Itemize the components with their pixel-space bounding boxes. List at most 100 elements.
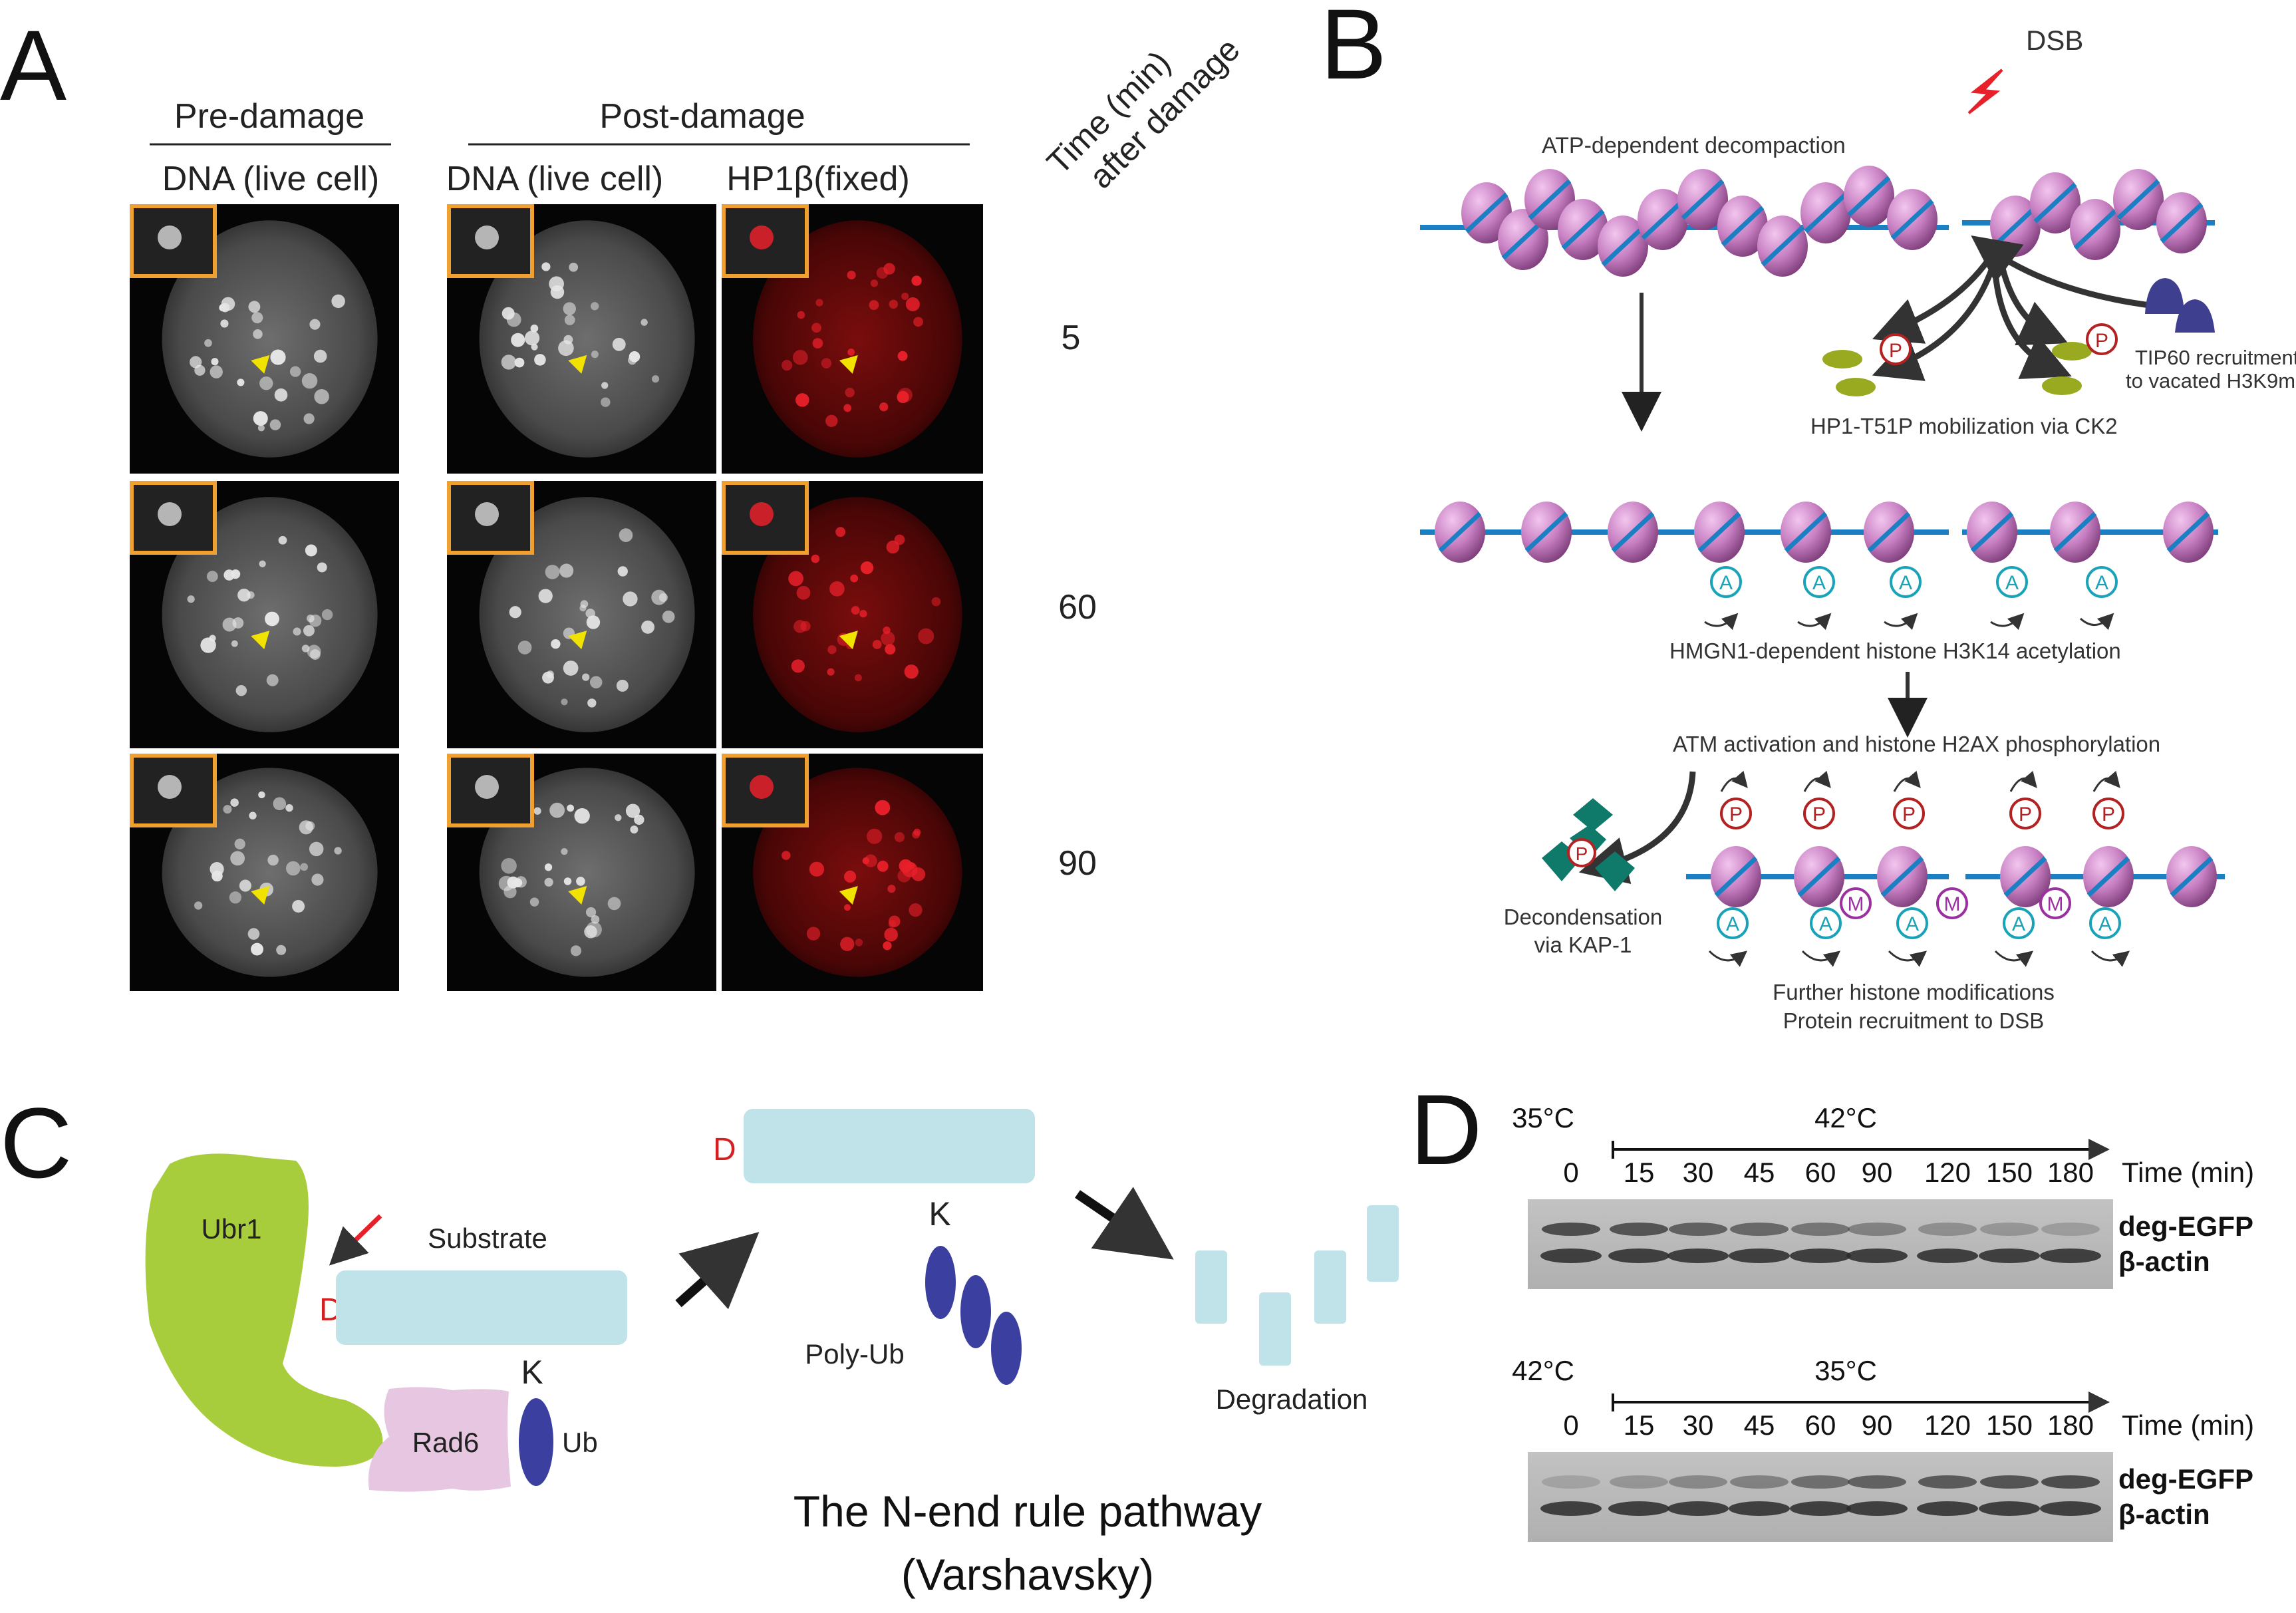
chromocenter-spot: [591, 915, 600, 924]
nucleosome: [1864, 502, 1914, 563]
chromocenter-spot: [533, 807, 541, 815]
chromocenter-spot: [607, 897, 621, 911]
chromocenter-spot: [303, 413, 315, 424]
chromocenter-spot: [253, 411, 268, 426]
lane-time: 90: [1862, 1157, 1893, 1188]
decompacted-chromatin: [1435, 502, 2214, 563]
chromocenter-spot: [517, 641, 532, 655]
curved-arrow-icon: [1704, 613, 1739, 631]
chromocenter-spot: [223, 805, 232, 814]
decondensation-label-line1: Decondensation: [1504, 905, 1663, 929]
beta-actin-band: [1917, 1248, 1978, 1263]
lane-time: 30: [1683, 1409, 1714, 1441]
chromocenter-spot: [908, 862, 915, 869]
chromocenter-spot: [235, 684, 247, 696]
deg-egfp-band: [1848, 1475, 1906, 1489]
deg-egfp-band: [1730, 1475, 1789, 1489]
chromocenter-spot: [811, 554, 820, 563]
chromocenter-spot: [904, 664, 919, 679]
lane-time: 150: [1986, 1409, 2033, 1441]
chromocenter-spot: [843, 404, 852, 412]
nucleosome: [2050, 502, 2100, 563]
further-mods-label-line2: Protein recruitment to DSB: [1783, 1008, 2045, 1033]
chromocenter-spot: [334, 847, 342, 855]
nucleus: [479, 220, 695, 458]
deg-egfp-band: [1669, 1223, 1727, 1236]
chromocenter-spot: [662, 610, 675, 623]
chromocenter-spot: [212, 870, 223, 882]
inset-spot: [158, 225, 182, 249]
damage-site-arrowhead-icon: [839, 631, 858, 650]
start-temperature: 42°C: [1512, 1355, 1574, 1386]
lane-time: 120: [1924, 1409, 1971, 1441]
chromocenter-spot: [876, 267, 889, 279]
lane-time: 45: [1744, 1157, 1775, 1188]
tip60-icon: [2175, 299, 2215, 333]
chromocenter-spot: [844, 870, 857, 883]
damage-site-arrowhead-icon: [568, 886, 587, 905]
ubiquitin-icon: [519, 1398, 553, 1486]
panel-d-letter: D: [1410, 1074, 1482, 1185]
chromocenter-spot: [309, 841, 324, 857]
inset-spot: [475, 225, 499, 249]
kap1-recruit-arrow: [1578, 771, 1696, 884]
chromocenter-spot: [793, 620, 807, 633]
chromocenter-spot: [792, 350, 808, 365]
decondensation-label-line2: via KAP-1: [1534, 933, 1632, 957]
chromocenter-spot: [641, 319, 648, 326]
atp-decompaction-label: ATP-dependent decompaction: [1542, 133, 1846, 158]
chromocenter-spot: [249, 811, 257, 819]
beta-actin-band: [2040, 1248, 2101, 1263]
beta-actin-band: [1608, 1501, 1669, 1516]
chromocenter-spot: [230, 798, 239, 807]
deg-egfp-band: [2041, 1223, 2100, 1236]
chromocenter-spot: [187, 595, 195, 603]
hp1-icon: [1836, 378, 1876, 396]
chromocenter-spot: [220, 319, 229, 328]
chromocenter-spot: [563, 302, 576, 315]
chromocenter-spot: [894, 832, 905, 843]
chromocenter-spot: [881, 631, 895, 646]
damage-site-arrowhead-icon: [251, 355, 270, 374]
deg-egfp-band: [1669, 1475, 1727, 1489]
svg-text:P: P: [1729, 804, 1743, 825]
chromocenter-spot: [815, 299, 823, 307]
phospho-mark: P: [1880, 333, 1912, 365]
chromocenter-spot: [564, 315, 575, 325]
chromocenter-spot: [860, 561, 874, 575]
time-label: 5: [1062, 319, 1081, 357]
chromocenter-spot: [509, 606, 521, 619]
chromocenter-spot: [234, 838, 245, 850]
chromocenter-spot: [825, 414, 838, 428]
chromocenter-spot: [894, 534, 905, 545]
curved-arrow-icon: [1797, 613, 1832, 631]
tip60-icon: [2145, 278, 2184, 314]
damage-site-arrowhead-icon: [251, 886, 270, 905]
chromocenter-spot: [845, 387, 855, 398]
chromocenter-spot: [781, 360, 793, 371]
chromocenter-spot: [309, 319, 321, 330]
acetyl-mark: A: [1890, 566, 1922, 598]
chromocenter-spot: [270, 349, 286, 365]
chromocenter-spot: [601, 397, 611, 407]
chromocenter-spot: [239, 879, 251, 892]
curved-arrow-icon: [1990, 613, 2025, 631]
chromocenter-spot: [206, 571, 218, 583]
chromocenter-spot: [821, 358, 832, 368]
chromocenter-spot: [862, 857, 870, 865]
chromocenter-spot: [912, 830, 921, 839]
time-axis-label: Time (min): [2122, 1409, 2254, 1441]
chromocenter-spot: [888, 920, 897, 929]
beta-actin-band: [1729, 1248, 1790, 1263]
deg-egfp-band: [1542, 1223, 1600, 1236]
chromocenter-spot: [501, 355, 517, 370]
degraded-fragment: [1195, 1250, 1227, 1324]
chromocenter-spot: [331, 294, 345, 309]
chromocenter-spot: [530, 324, 539, 333]
phospho-mark: P: [1803, 798, 1835, 829]
chromocenter-spot: [219, 303, 227, 312]
svg-text:P: P: [1576, 843, 1588, 864]
dna-micrograph: [447, 481, 716, 748]
